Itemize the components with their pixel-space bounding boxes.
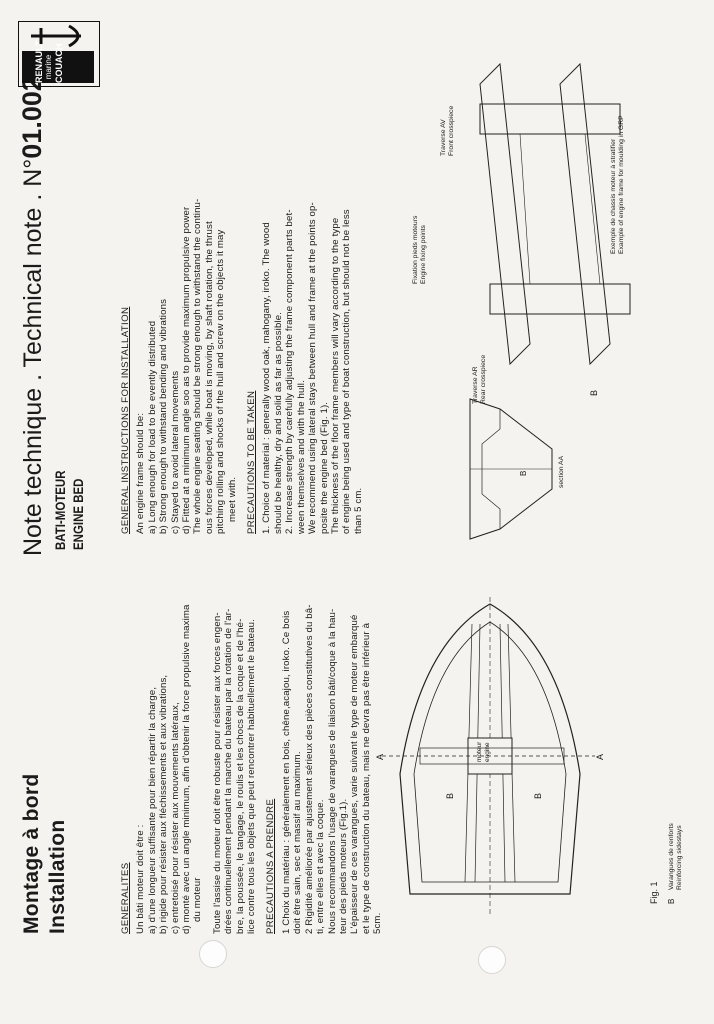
general-para-fr: drées continuellement pendant la marche … [223,608,235,934]
general-item-en: c) Stayed to avoid lateral movements [169,370,181,534]
front-crosspiece-fr: Traverse AV [440,119,447,156]
general-item-fr: a) d'une longueur suffisante pour bien r… [146,686,158,934]
precautions-heading-en: PRECAUTIONS TO BE TAKEN [246,390,258,534]
precaution-line-en: The thickness of the floor frame members… [329,217,341,534]
precaution-line-en: of engine being used and type of boat co… [341,209,353,534]
technical-note-heading: Note technique . Technical note . N°01.0… [17,76,47,556]
general-para-fr: bre, la poussée, le tangage, le roulis e… [234,618,246,934]
logo-line-3: COUACH [54,43,64,84]
precaution-line-fr: doit être sain, sec et massif au maximum… [292,751,304,934]
rear-crosspiece-en: Rear crosspiece [480,354,487,404]
rear-crosspiece-fr: Traverse AR [472,366,479,404]
general-intro-en: An engine frame should be: [135,412,147,534]
general-para-en: The whole engine seating should be stron… [192,198,204,534]
fig1-hull-plan [382,594,595,914]
mark-b-lower: B [533,792,543,799]
title-en: Installation [46,819,69,934]
general-item-fr: du moteur [192,877,204,922]
general-item-fr: b) rigide pour résister aux fléchissemen… [158,674,170,934]
precaution-line-en: should be healthy, dry and solid as far … [272,311,284,534]
section-mark-a-bottom: A [595,753,605,760]
precaution-line-fr: 2 Rigidité améliorée par ajustement séri… [303,604,315,934]
binder-hole-right [478,946,506,974]
front-crosspiece-en: Front crosspiece [448,105,455,156]
mark-b-upper: B [445,792,455,799]
legend-letter: B [667,898,676,904]
fixing-points-en: Engine fixing points [420,225,427,284]
section-aa-drawing [469,398,553,540]
general-heading-en: GENERAL INSTRUCTIONS FOR INSTALLATION [120,306,131,534]
general-para-en: meet with. [226,476,238,522]
engine-label-fr: moteur [476,741,483,762]
general-item-fr: d) monté avec un angle minimum, afin d'o… [181,604,193,934]
title-fr: Montage à bord [20,773,43,934]
general-item-fr: c) entretoisé pour résister aux mouvemen… [169,702,181,934]
subject-en: ENGINE BED [70,478,86,550]
fig2-engine-frame [479,62,631,366]
precaution-line-fr: et le type de construction du bateau, ma… [360,622,372,934]
general-heading-fr: GENERALITES [120,862,131,934]
fixing-points-fr: Fixation pieds moteurs [412,215,419,284]
english-text-column: GENERAL INSTRUCTIONS FOR INSTALLATION An… [120,114,364,534]
general-intro-fr: Un bâti moteur doit être : [135,824,147,934]
general-para-en: ous forces developed, while boat is movi… [203,221,215,534]
section-mark-b: B [519,470,528,476]
legend-fr: Varangues de renforts [668,823,675,890]
renault-couach-logo: RENAULT marine COUACH [18,21,100,87]
fig2-example-fr: Exemple de chassis moteur à stratifier [610,138,617,254]
precaution-line-en: We recommend using lateral stays between… [307,202,319,534]
engine-label-en: engine [484,742,491,762]
general-item-en: a) Long enough for load to be evently di… [146,320,158,534]
french-text-column: GENERALITES Un bâti moteur doit être : a… [120,554,384,934]
fig2-mark-b: B [589,389,599,396]
binder-hole-left [199,940,227,968]
precaution-line-en: posite the engine bed (Fig. 1). [318,401,330,534]
anchor-icon [31,24,81,48]
general-item-en: d) Fitted at a minimum angle soo as to p… [181,206,193,534]
precaution-line-fr: L'épaisseur de ces varangues, varie suiv… [349,614,361,934]
general-para-fr: lice contre tous les objets que peut ren… [246,619,258,934]
logo-text-block: RENAULT marine COUACH [22,40,94,84]
precautions-heading-fr: PRECAUTIONS A PRENDRE [265,798,277,934]
fig2-example-en: Example of engine frame for moulding in … [618,115,625,254]
note-prefix: Note technique . Technical note . N° [19,158,47,556]
general-para-en: pitching rolling and shocks of the hull … [215,229,227,535]
precaution-line-en: than 5 cm. [352,487,364,534]
fig1-caption: Fig. 1 [649,881,659,904]
section-aa-label: section AA [558,455,565,488]
precaution-line-en: 2. Increase strength by carefully adjust… [284,209,296,534]
section-mark-a-top: A [375,753,385,760]
precaution-line-fr: ti, entre elles et avec la coque. [315,799,327,934]
general-para-fr: Toute l'assise du moteur doit être robus… [211,612,223,934]
legend-en: Reinforcing sidestays [676,825,683,890]
subject-fr: BATI-MOTEUR [52,470,68,550]
precaution-line-fr: teur des pieds moteurs (Fig.1). [337,798,349,934]
logo-line-1: RENAULT [34,40,44,83]
note-number: 01.002 [17,76,47,159]
logo-line-2: marine [44,54,53,80]
general-item-en: b) Strong enough to withstand bending an… [158,298,170,534]
precaution-line-en: ween themselves and with the hull. [295,380,307,534]
precaution-line-en: 1. Choice of material : generally wood o… [261,222,273,534]
precaution-line-fr: 1 Choix du matériau : généralement en bo… [280,610,292,934]
precaution-line-fr: Nous recommandons l'usage de varangues d… [326,608,338,934]
